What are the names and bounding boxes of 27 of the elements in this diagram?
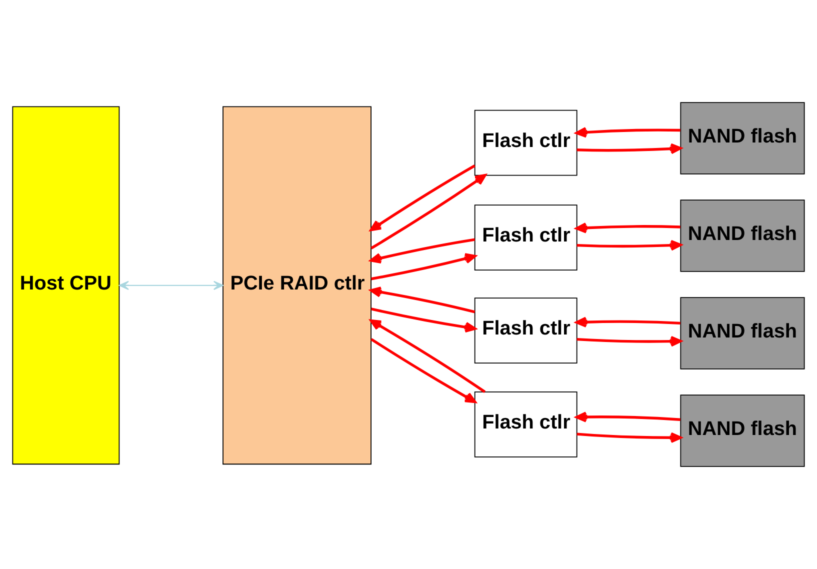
node-box: NAND flash xyxy=(680,200,805,272)
node-box: Flash ctlr xyxy=(474,110,578,176)
node-box: Flash ctlr xyxy=(474,298,578,364)
node-box: Host CPU xyxy=(12,106,120,465)
arrow xyxy=(370,338,476,404)
arrow xyxy=(370,286,476,314)
node-box: Flash ctlr xyxy=(474,391,578,458)
arrow xyxy=(576,222,680,234)
arrow xyxy=(370,238,475,264)
arrow xyxy=(371,308,476,333)
arrow xyxy=(576,316,680,328)
arrow xyxy=(576,143,682,154)
arrow xyxy=(576,336,682,347)
arrow xyxy=(576,126,680,138)
arrow xyxy=(576,240,682,251)
arrow xyxy=(370,319,486,394)
node-box: Flash ctlr xyxy=(474,204,578,270)
arrow xyxy=(370,164,476,232)
node-box: NAND flash xyxy=(680,102,805,174)
arrow xyxy=(576,412,680,422)
arrow xyxy=(370,174,486,250)
arrow xyxy=(576,432,682,444)
arrow xyxy=(371,253,476,280)
node-box: PCIe RAID ctlr xyxy=(222,106,372,465)
node-box: NAND flash xyxy=(680,394,805,467)
arrow xyxy=(118,280,224,290)
node-box: NAND flash xyxy=(680,297,805,370)
